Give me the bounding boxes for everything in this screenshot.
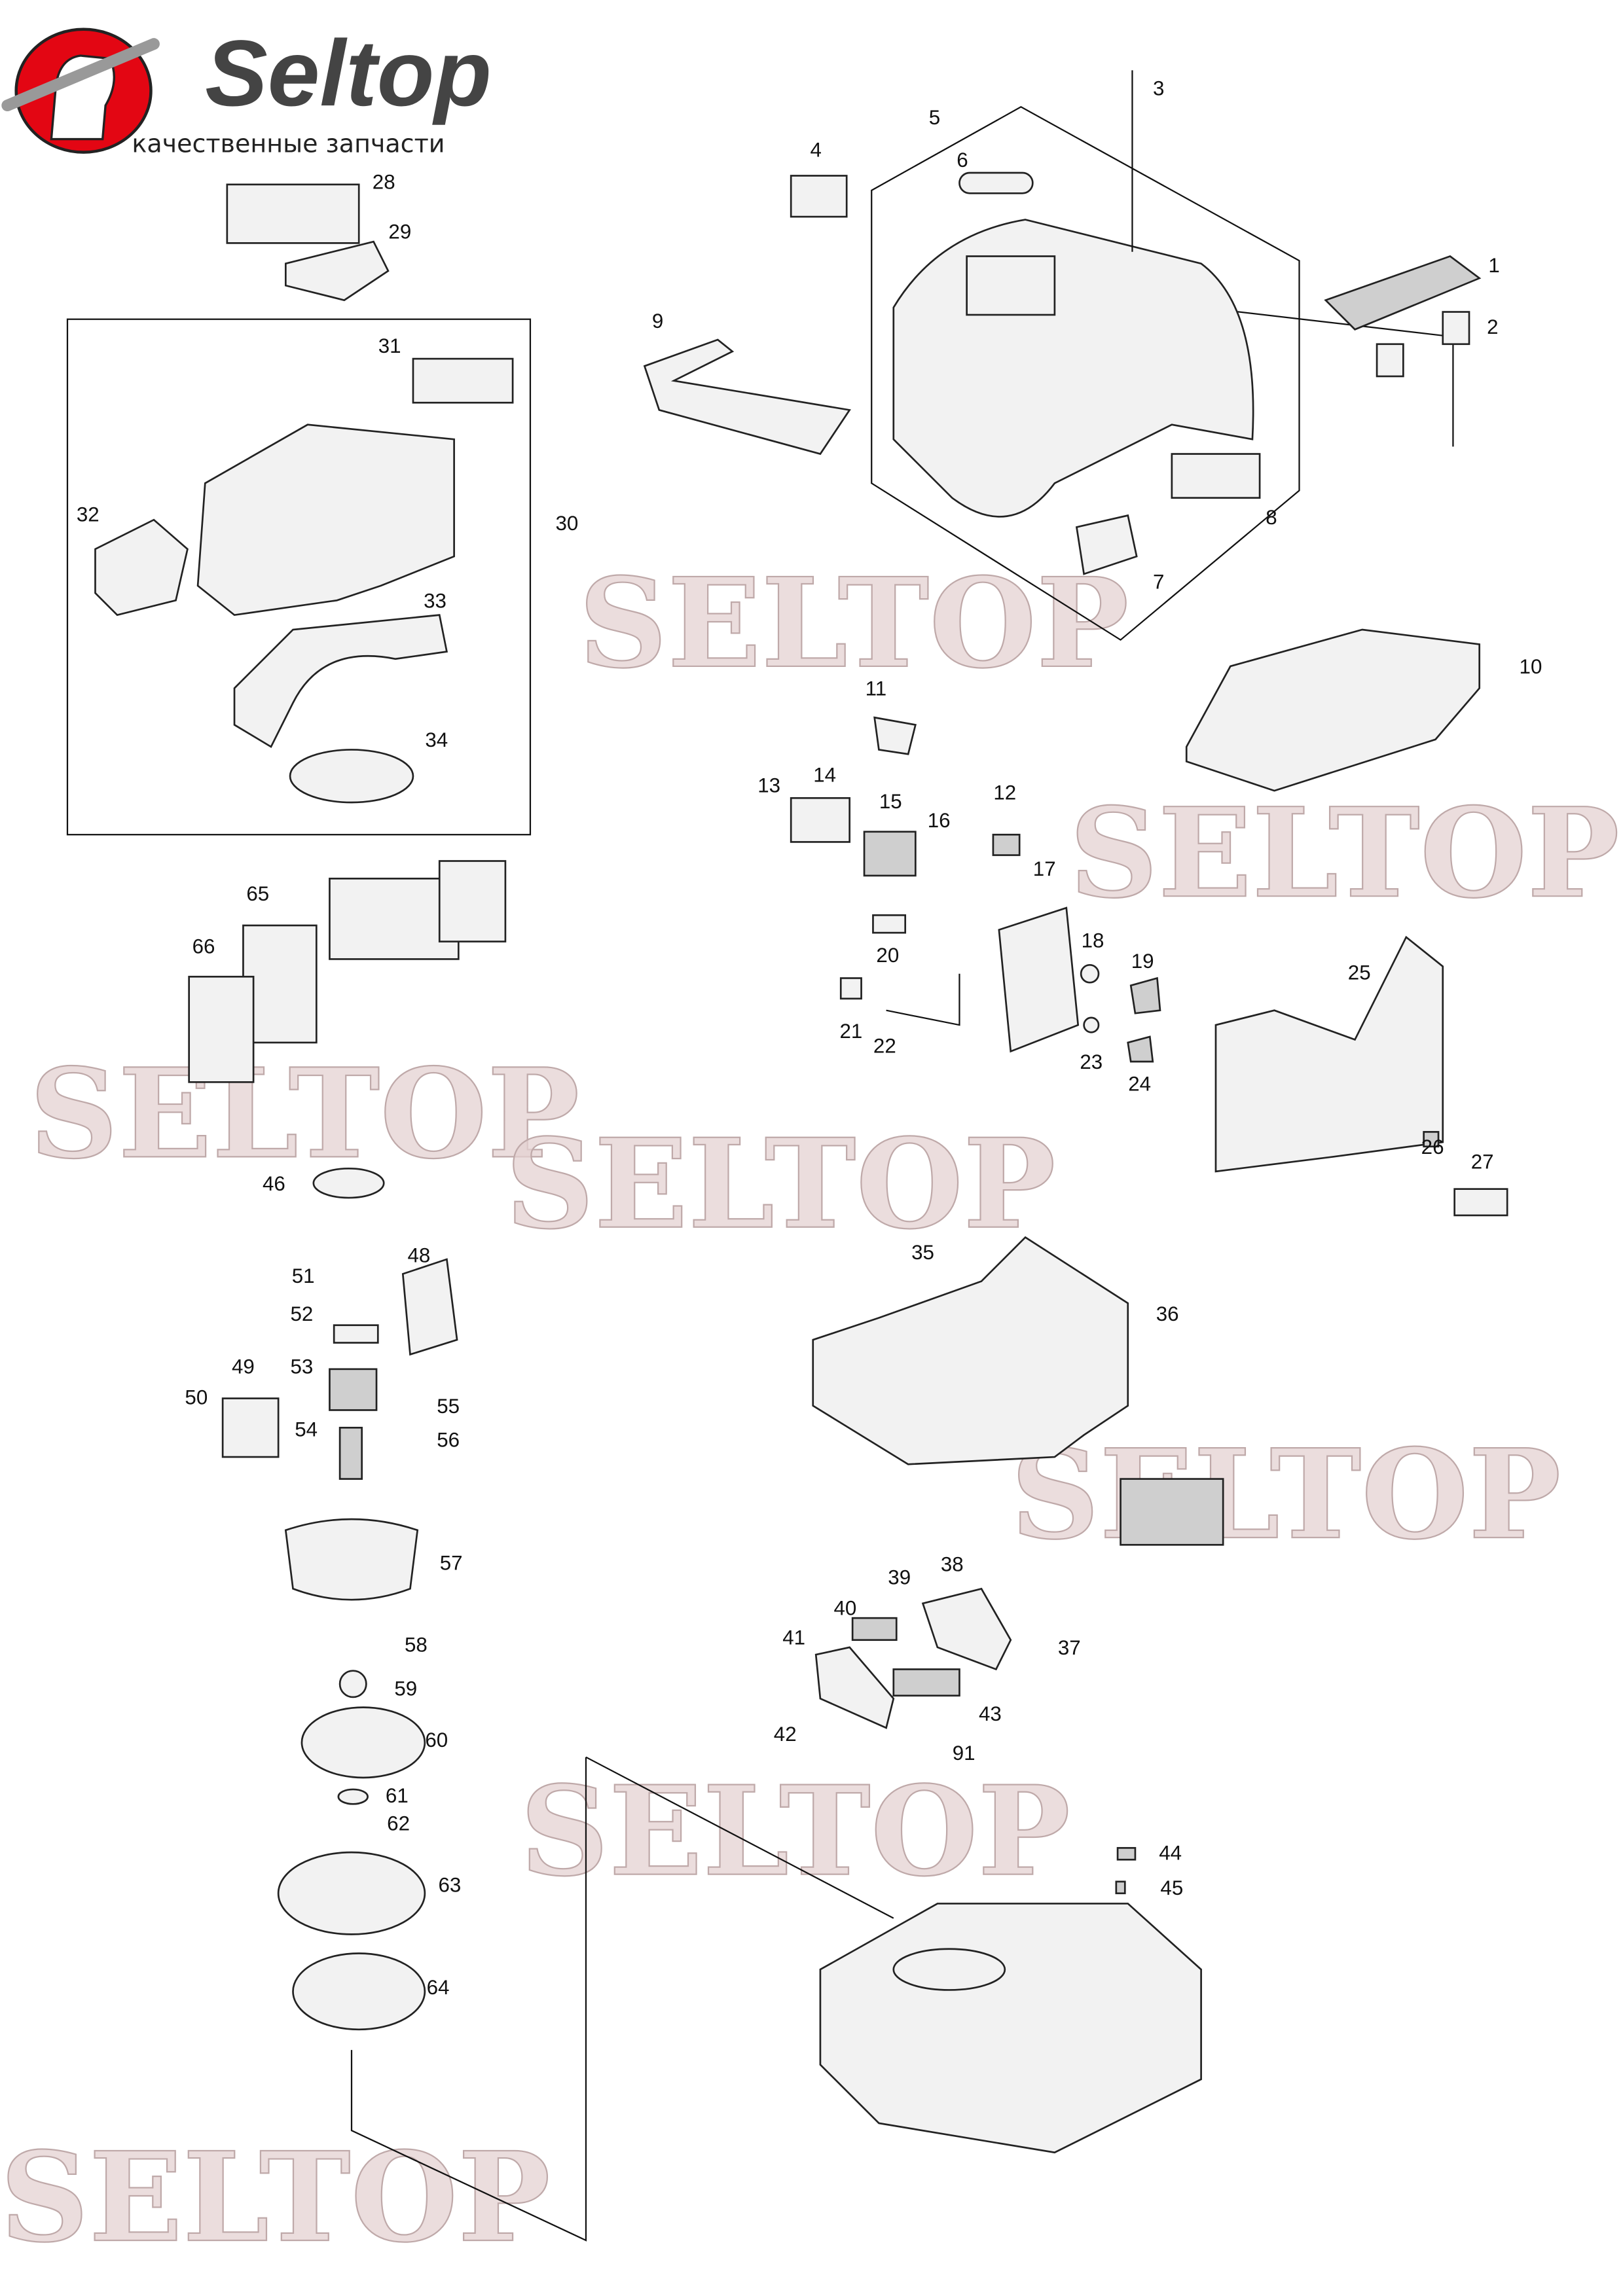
svg-text:SELTOP: SELTOP	[505, 1113, 1056, 1257]
part-label-38: 38	[941, 1553, 964, 1576]
part-label-20: 20	[876, 944, 899, 967]
svg-text:SELTOP: SELTOP	[1011, 1423, 1561, 1567]
part-label-91: 91	[953, 1742, 976, 1765]
part-label-39: 39	[888, 1566, 911, 1589]
svg-text:SELTOP: SELTOP	[520, 1760, 1070, 1904]
part-label-29: 29	[388, 221, 411, 243]
part-label-35: 35	[911, 1241, 934, 1264]
part-label-57: 57	[440, 1551, 463, 1574]
part-label-13: 13	[757, 774, 780, 797]
part-label-12: 12	[993, 781, 1016, 804]
part-label-1: 1	[1488, 254, 1499, 277]
part-label-48: 48	[407, 1244, 430, 1267]
seltop-logo: Seltop качественные запчасти	[1, 21, 492, 158]
watermarks: SELTOP SELTOP SELTOP SELTOP SELTOP SELTO…	[0, 551, 1620, 2270]
part-label-64: 64	[427, 1976, 450, 1999]
part-label-23: 23	[1080, 1050, 1103, 1073]
part-label-8: 8	[1266, 506, 1277, 529]
part-label-46: 46	[263, 1172, 285, 1195]
part-label-65: 65	[246, 882, 269, 905]
part-label-24: 24	[1128, 1073, 1151, 1096]
brand-tagline: качественные запчасти	[132, 130, 445, 158]
parts	[94, 70, 1508, 2154]
part-label-40: 40	[834, 1597, 857, 1620]
svg-text:SELTOP: SELTOP	[0, 2126, 551, 2270]
part-label-33: 33	[424, 589, 447, 612]
part-label-43: 43	[979, 1702, 1002, 1725]
svg-text:SELTOP: SELTOP	[29, 1042, 580, 1186]
part-label-66: 66	[192, 935, 215, 958]
part-label-53: 53	[291, 1355, 314, 1378]
part-label-7: 7	[1153, 570, 1164, 593]
part-label-41: 41	[782, 1626, 805, 1649]
group-boxes	[66, 106, 1454, 2242]
part-label-56: 56	[437, 1428, 460, 1451]
part-label-26: 26	[1421, 1136, 1444, 1158]
part-label-50: 50	[185, 1386, 208, 1409]
part-label-62: 62	[387, 1812, 410, 1835]
part-label-44: 44	[1159, 1841, 1182, 1864]
part-label-51: 51	[292, 1265, 315, 1287]
part-label-52: 52	[291, 1302, 314, 1325]
part-label-61: 61	[386, 1784, 409, 1807]
part-label-37: 37	[1058, 1636, 1081, 1659]
part-label-4: 4	[811, 138, 822, 161]
part-label-55: 55	[437, 1395, 460, 1418]
part-label-9: 9	[652, 310, 663, 332]
part-label-10: 10	[1520, 655, 1542, 678]
part-label-21: 21	[839, 1020, 862, 1043]
part-label-36: 36	[1156, 1302, 1179, 1325]
part-label-54: 54	[295, 1418, 318, 1441]
part-label-60: 60	[425, 1729, 448, 1751]
part-label-22: 22	[873, 1035, 896, 1058]
part-label-63: 63	[438, 1874, 461, 1897]
part-label-32: 32	[77, 503, 100, 526]
part-label-34: 34	[425, 728, 448, 751]
part-label-14: 14	[813, 764, 836, 787]
brand-name: Seltop	[205, 21, 492, 126]
part-label-58: 58	[405, 1634, 428, 1657]
part-label-45: 45	[1160, 1876, 1183, 1899]
part-label-17: 17	[1033, 857, 1056, 880]
svg-text:SELTOP: SELTOP	[579, 552, 1129, 696]
part-label-18: 18	[1082, 929, 1104, 952]
part-label-11: 11	[866, 677, 887, 700]
part-label-28: 28	[373, 171, 395, 194]
part-label-16: 16	[928, 809, 951, 832]
part-label-19: 19	[1131, 950, 1154, 973]
part-label-30: 30	[555, 512, 578, 535]
part-label-49: 49	[232, 1355, 255, 1378]
part-label-15: 15	[879, 790, 902, 813]
part-label-31: 31	[378, 334, 401, 357]
part-label-42: 42	[774, 1723, 797, 1746]
part-label-5: 5	[929, 106, 940, 129]
part-label-2: 2	[1487, 315, 1498, 338]
part-label-6: 6	[957, 149, 968, 171]
part-label-3: 3	[1153, 77, 1164, 99]
svg-text:SELTOP: SELTOP	[1069, 781, 1620, 925]
part-label-59: 59	[394, 1677, 417, 1700]
part-label-25: 25	[1348, 961, 1371, 984]
part-label-27: 27	[1471, 1150, 1494, 1173]
